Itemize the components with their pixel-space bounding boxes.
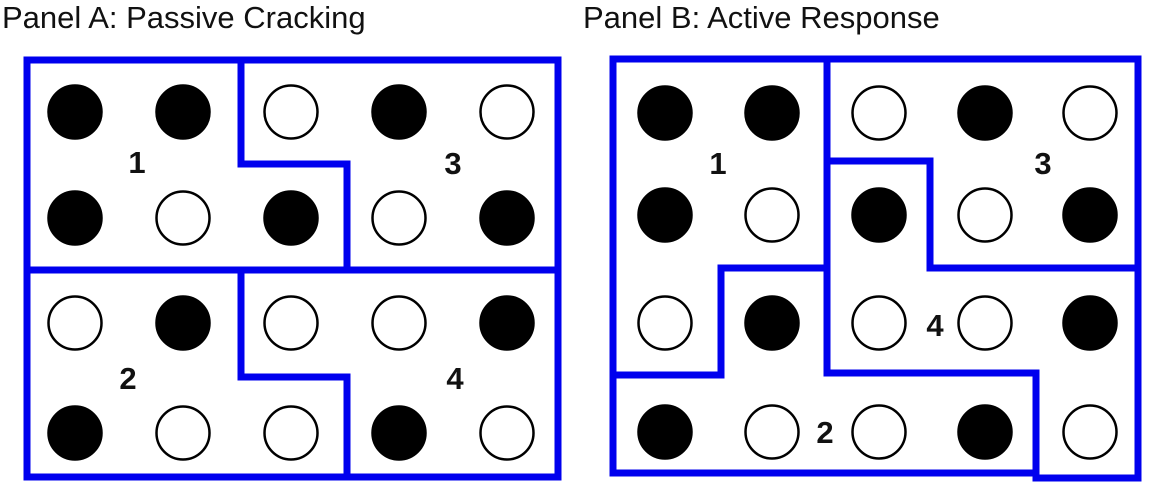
voter-dot-filled bbox=[47, 405, 103, 461]
voter-dot-open bbox=[263, 405, 319, 461]
voter-dot-filled bbox=[744, 295, 800, 351]
voter-dot-filled bbox=[637, 85, 693, 141]
voter-dot-open bbox=[155, 405, 211, 461]
voter-dot-filled bbox=[371, 405, 427, 461]
voter-dot-open bbox=[1062, 85, 1118, 141]
district-label-2: 2 bbox=[119, 361, 136, 396]
voter-dot-open bbox=[155, 190, 211, 246]
voter-dot-open bbox=[851, 295, 907, 351]
voter-dot-filled bbox=[637, 187, 693, 243]
voter-dot-filled bbox=[155, 295, 211, 351]
voter-dot-filled bbox=[47, 190, 103, 246]
panel-a-group: 1 2 3 4 bbox=[23, 56, 562, 481]
voter-dot-filled bbox=[263, 190, 319, 246]
district-label-4: 4 bbox=[446, 361, 464, 396]
voter-dot-open bbox=[637, 295, 693, 351]
voter-dot-open bbox=[957, 187, 1013, 243]
voter-dot-open bbox=[1062, 404, 1118, 460]
voter-dot-filled bbox=[1062, 187, 1118, 243]
voter-dot-filled bbox=[637, 404, 693, 460]
voter-dot-open bbox=[744, 187, 800, 243]
voter-dot-open bbox=[371, 295, 427, 351]
district-label-2: 2 bbox=[816, 415, 833, 450]
voter-dot-filled bbox=[155, 84, 211, 140]
voter-dot-open bbox=[479, 84, 535, 140]
voter-dot-filled bbox=[479, 295, 535, 351]
panel-b-title: Panel B: Active Response bbox=[583, 0, 940, 35]
voter-dot-open bbox=[851, 404, 907, 460]
district-label-3: 3 bbox=[444, 146, 461, 181]
voter-dot-open bbox=[744, 404, 800, 460]
voter-dot-open bbox=[851, 85, 907, 141]
voter-dot-filled bbox=[744, 85, 800, 141]
panel-a-title: Panel A: Passive Cracking bbox=[2, 0, 366, 35]
voter-dot-open bbox=[263, 295, 319, 351]
voter-dot-open bbox=[479, 405, 535, 461]
voter-dot-filled bbox=[371, 84, 427, 140]
district-label-3: 3 bbox=[1034, 146, 1051, 181]
district-label-1: 1 bbox=[128, 145, 145, 180]
district-label-4: 4 bbox=[926, 308, 944, 343]
voter-dot-filled bbox=[1062, 295, 1118, 351]
voter-dot-open bbox=[371, 190, 427, 246]
voter-dot-filled bbox=[957, 404, 1013, 460]
voter-dot-open bbox=[957, 295, 1013, 351]
voter-dot-filled bbox=[479, 190, 535, 246]
voter-dot-open bbox=[263, 84, 319, 140]
voter-dot-filled bbox=[47, 84, 103, 140]
district-label-1: 1 bbox=[709, 146, 726, 181]
voter-dot-filled bbox=[957, 85, 1013, 141]
panel-b-group: 1 2 3 4 bbox=[609, 55, 1142, 482]
voter-dot-filled bbox=[851, 187, 907, 243]
voter-dot-open bbox=[47, 295, 103, 351]
